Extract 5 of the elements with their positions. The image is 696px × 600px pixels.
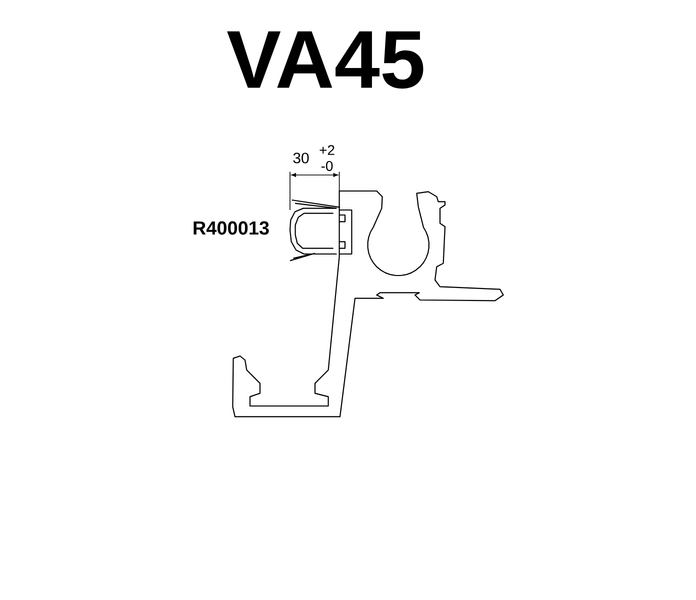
title: VA45 xyxy=(227,31,424,89)
part-number: R400013 xyxy=(194,221,269,235)
tolerance-value: -0 xyxy=(321,161,333,171)
tolerance-value: +2 xyxy=(320,145,334,155)
dimension-value: 30 xyxy=(293,152,309,164)
